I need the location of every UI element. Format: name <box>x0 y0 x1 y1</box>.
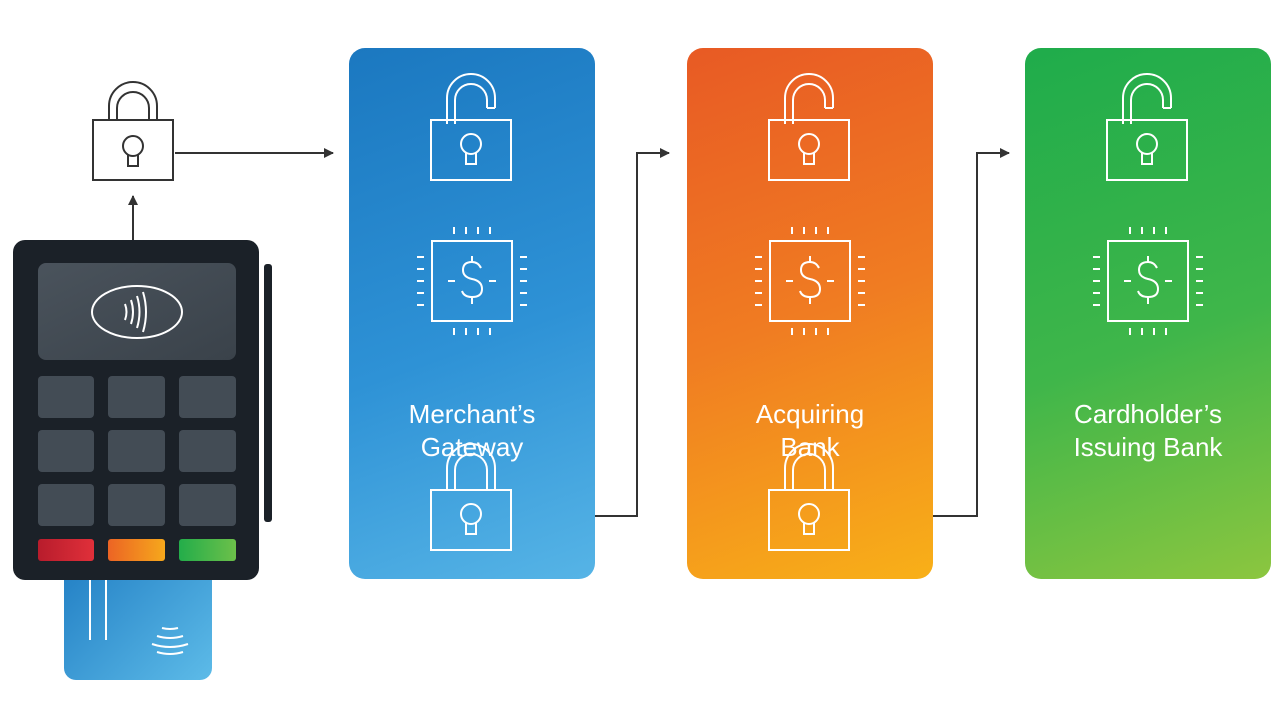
arrow-acquiring-to-issuing <box>933 148 1010 517</box>
key <box>108 430 165 472</box>
key <box>179 376 236 418</box>
key <box>38 484 94 526</box>
panel-label-line2: Issuing Bank <box>1073 432 1223 462</box>
card-slot <box>264 264 272 522</box>
panel-issuing-bank: Cardholder’s Issuing Bank <box>1025 48 1271 579</box>
padlock-closed-icon <box>92 81 174 181</box>
key <box>108 484 165 526</box>
contactless-card-icon <box>151 627 189 655</box>
key <box>179 430 236 472</box>
panel-label-line1: Cardholder’s <box>1074 399 1222 429</box>
key <box>108 376 165 418</box>
panel-label: Acquiring Bank <box>687 398 933 464</box>
panel-label: Cardholder’s Issuing Bank <box>1025 398 1271 464</box>
key <box>38 376 94 418</box>
panel-label-line1: Acquiring <box>755 399 865 429</box>
panel-icons <box>754 73 866 551</box>
panel-icons <box>1092 73 1204 336</box>
panel-label-line2: Gateway <box>420 432 524 462</box>
terminal-screen <box>38 263 236 360</box>
contactless-icon <box>91 285 183 339</box>
panel-icons <box>416 73 528 551</box>
panel-acquiring-bank: Acquiring Bank <box>687 48 933 579</box>
key <box>179 484 236 526</box>
panel-label-line1: Merchant’s <box>408 399 536 429</box>
key <box>38 430 94 472</box>
arrow-gateway-to-acquiring <box>595 148 670 517</box>
cancel-key <box>38 539 94 561</box>
payment-terminal <box>13 240 272 680</box>
panel-label: Merchant’s Gateway <box>349 398 595 464</box>
keypad <box>38 376 236 526</box>
panel-label-line2: Bank <box>780 432 840 462</box>
enter-key <box>179 539 236 561</box>
clear-key <box>108 539 165 561</box>
panel-merchants-gateway: Merchant’s Gateway <box>349 48 595 579</box>
